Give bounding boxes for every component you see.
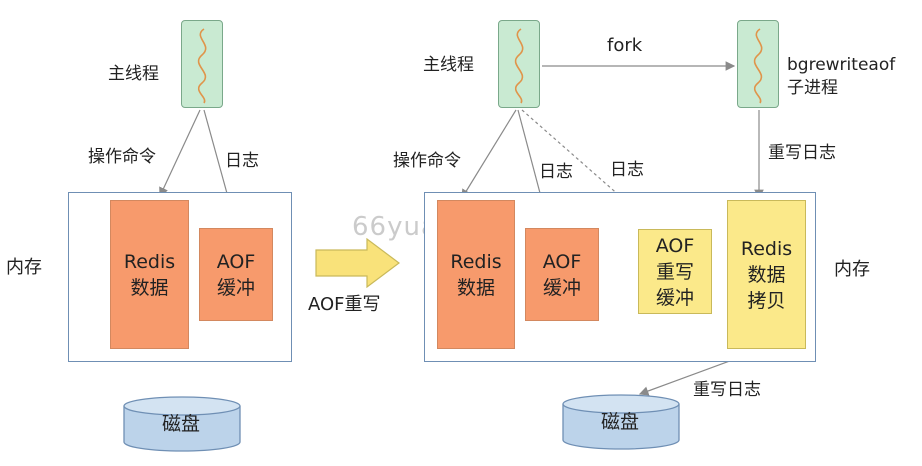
left-log-label: 日志 (225, 151, 259, 171)
left-op-command-label: 操作命令 (88, 147, 156, 167)
right-main-thread-label: 主线程 (423, 55, 474, 75)
right-main-thread-icon (498, 20, 540, 108)
left-disk-shape (123, 396, 241, 452)
left-memory-label: 内存 (6, 257, 42, 278)
child-process-label: bgrewriteaof 子进程 (787, 55, 896, 98)
right-op-command-label: 操作命令 (393, 151, 461, 171)
left-disk-label: 磁盘 (162, 413, 201, 435)
right-disk-label: 磁盘 (601, 411, 640, 433)
redis-data-copy-box: Redis 数据 拷贝 (727, 200, 806, 349)
child-process-thread-icon (737, 20, 779, 108)
rewrite-log-top-label: 重写日志 (768, 143, 836, 163)
right-log-label-1: 日志 (539, 162, 573, 182)
arrow-right-op-command (461, 109, 517, 200)
rewrite-log-bottom-label: 重写日志 (693, 380, 761, 400)
left-redis-data-box: Redis 数据 (110, 200, 189, 349)
left-main-thread-icon (181, 20, 223, 108)
right-log-label-2: 日志 (610, 160, 644, 180)
right-disk-shape (562, 394, 680, 450)
aof-rewrite-buffer-box: AOF 重写 缓冲 (638, 229, 712, 314)
aof-rewrite-label: AOF重写 (308, 294, 381, 315)
fork-label: fork (607, 35, 643, 56)
transition-arrow-icon (315, 238, 400, 288)
right-aof-buffer-box: AOF 缓冲 (525, 228, 599, 321)
right-memory-label: 内存 (834, 259, 870, 280)
left-aof-buffer-box: AOF 缓冲 (199, 228, 273, 321)
arrow-left-op-command (159, 109, 201, 198)
left-main-thread-label: 主线程 (108, 64, 159, 84)
right-redis-data-box: Redis 数据 (437, 200, 515, 349)
